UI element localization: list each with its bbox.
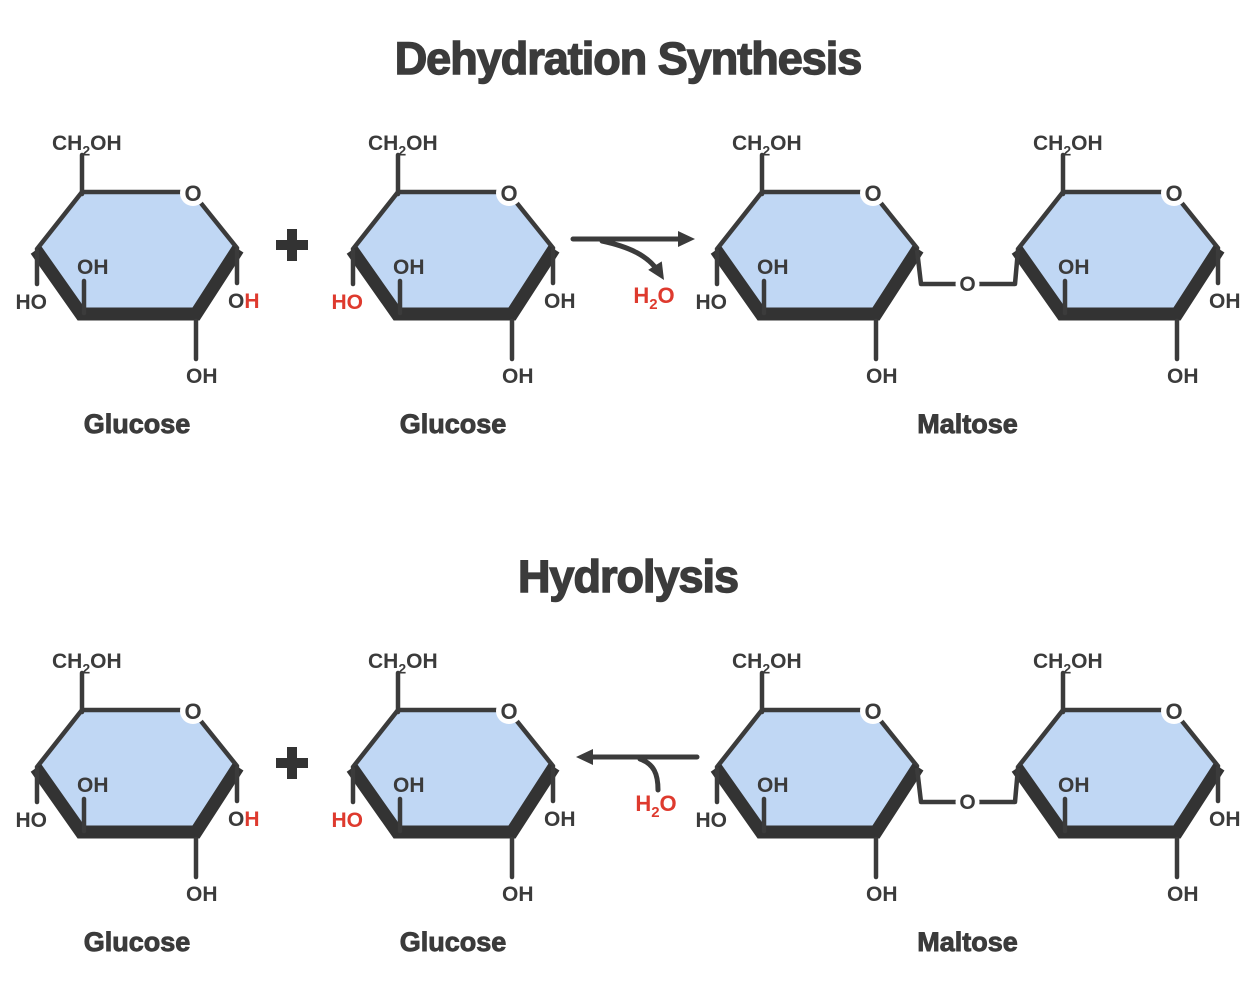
ring-oxygen-gap <box>496 698 522 724</box>
ring-oxygen-label: O <box>500 699 517 724</box>
ring-front-edge <box>30 245 244 321</box>
section-title: Hydrolysis <box>518 551 738 602</box>
sugar-ring: CH2OH O OH OH OH <box>1011 650 1241 906</box>
bottom-hydroxyl-label: OH <box>502 883 534 906</box>
inner-hydroxyl-label: OH <box>1058 774 1090 797</box>
ring-oxygen-label: O <box>1165 181 1182 206</box>
right-hydroxyl-label: OH <box>544 808 576 831</box>
sugar-ring: CH2OH O OH OH OH <box>1011 132 1241 388</box>
ring-front-edge <box>710 763 924 839</box>
right-hydroxyl-label: OH <box>228 808 260 831</box>
inner-hydroxyl-label: OH <box>77 256 109 279</box>
ring-oxygen-gap <box>860 180 886 206</box>
sugar-ring: CH2OH O HO OH OH OH <box>332 132 576 388</box>
left-hydroxyl-label: HO <box>696 291 728 314</box>
bridge-oxygen-label: O <box>959 791 975 814</box>
ring-oxygen-gap <box>496 180 522 206</box>
water-branch-curve <box>599 238 661 274</box>
ring-oxygen-gap <box>1161 698 1187 724</box>
inner-hydroxyl-label: OH <box>393 774 425 797</box>
bottom-hydroxyl-label: OH <box>186 883 218 906</box>
sugar-ring: CH2OH O HO OH OH OH <box>332 650 576 906</box>
bottom-hydroxyl-label: OH <box>866 365 898 388</box>
molecule-name: Glucose <box>400 927 507 957</box>
ring-oxygen-label: O <box>500 181 517 206</box>
reaction-arrow-head <box>576 749 593 765</box>
left-hydroxyl-label: HO <box>16 291 48 314</box>
water-branch-arrow-head <box>648 261 664 280</box>
ring-oxygen-gap <box>180 698 206 724</box>
water-label: H2O <box>633 283 674 313</box>
inner-hydroxyl-label: OH <box>757 774 789 797</box>
right-hydroxyl-label: OH <box>228 290 260 313</box>
ring-front-edge <box>1011 763 1225 839</box>
right-hydroxyl-label: OH <box>1209 290 1241 313</box>
ring-front-edge <box>346 763 560 839</box>
molecule-name: Glucose <box>84 927 191 957</box>
left-hydroxyl-label: HO <box>696 809 728 832</box>
ch2oh-label: CH2OH <box>1033 132 1103 159</box>
bridge-oxygen-gap <box>955 790 980 814</box>
right-hydroxyl-label: OH <box>544 290 576 313</box>
sugar-ring: CH2OH O HO OH OH OH <box>16 650 260 906</box>
left-hydroxyl-label: HO <box>332 291 364 314</box>
bottom-hydroxyl-label: OH <box>866 883 898 906</box>
inner-hydroxyl-label: OH <box>77 774 109 797</box>
sugar-ring: CH2OH O HO OH OH OH <box>16 132 260 388</box>
left-hydroxyl-label: HO <box>332 809 364 832</box>
bridge-oxygen-label: O <box>959 273 975 296</box>
ring-front-edge <box>346 245 560 321</box>
inner-hydroxyl-label: OH <box>1058 256 1090 279</box>
bottom-hydroxyl-label: OH <box>186 365 218 388</box>
ring-front-edge <box>710 245 924 321</box>
reaction-arrow-head <box>678 231 695 247</box>
ring-oxygen-label: O <box>864 699 881 724</box>
water-branch-curve <box>637 756 661 793</box>
section-title: Dehydration Synthesis <box>395 33 862 84</box>
ch2oh-label: CH2OH <box>368 132 438 159</box>
molecule-name: Maltose <box>917 927 1018 957</box>
ring-oxygen-gap <box>180 180 206 206</box>
ch2oh-label: CH2OH <box>52 650 122 677</box>
ring-oxygen-label: O <box>864 181 881 206</box>
ring-front-edge <box>30 763 244 839</box>
right-hydroxyl-label: OH <box>1209 808 1241 831</box>
bottom-hydroxyl-label: OH <box>502 365 534 388</box>
ring-oxygen-gap <box>860 698 886 724</box>
ch2oh-label: CH2OH <box>732 650 802 677</box>
plus-sign <box>276 747 308 779</box>
bottom-hydroxyl-label: OH <box>1167 365 1199 388</box>
ch2oh-label: CH2OH <box>1033 650 1103 677</box>
ring-front-edge <box>1011 245 1225 321</box>
molecule-name: Glucose <box>400 409 507 439</box>
inner-hydroxyl-label: OH <box>757 256 789 279</box>
water-label: H2O <box>635 791 676 821</box>
ch2oh-label: CH2OH <box>368 650 438 677</box>
left-hydroxyl-label: HO <box>16 809 48 832</box>
bottom-hydroxyl-label: OH <box>1167 883 1199 906</box>
bridge-oxygen-gap <box>955 272 980 296</box>
ring-oxygen-label: O <box>184 699 201 724</box>
molecule-name: Glucose <box>84 409 191 439</box>
ch2oh-label: CH2OH <box>732 132 802 159</box>
ch2oh-label: CH2OH <box>52 132 122 159</box>
inner-hydroxyl-label: OH <box>393 256 425 279</box>
sugar-ring: CH2OH O HO OH OH <box>696 650 924 906</box>
ring-oxygen-label: O <box>184 181 201 206</box>
plus-sign <box>276 229 308 261</box>
molecule-name: Maltose <box>917 409 1018 439</box>
sugar-ring: CH2OH O HO OH OH <box>696 132 924 388</box>
ring-oxygen-label: O <box>1165 699 1182 724</box>
ring-oxygen-gap <box>1161 180 1187 206</box>
